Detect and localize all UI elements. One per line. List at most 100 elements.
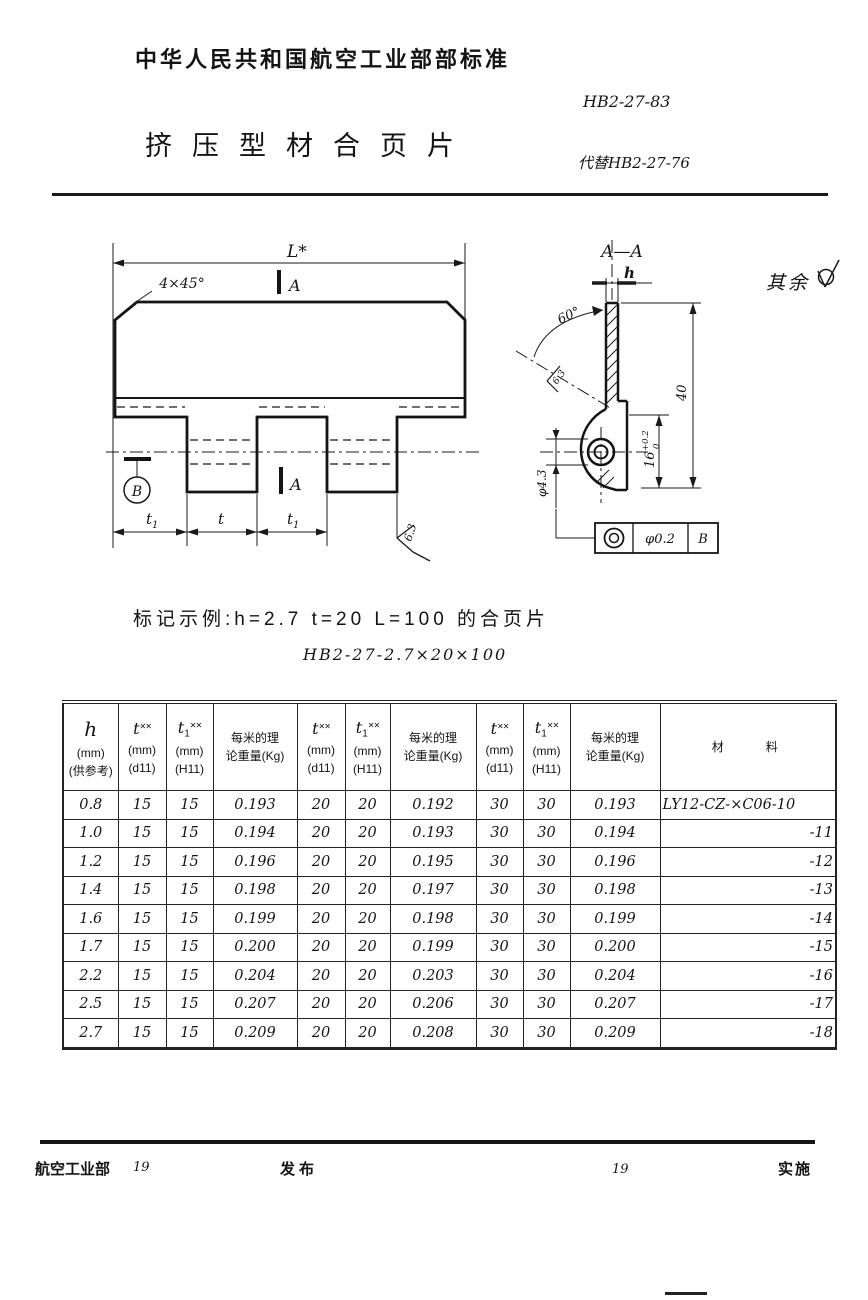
t1-symbol: t [534, 718, 542, 738]
table-cell: 15 [165, 961, 214, 991]
table-cell: 15 [165, 1018, 214, 1049]
col-weight30-header: 每米的理 论重量(Kg) [569, 701, 661, 791]
col-weight15-header: 每米的理 论重量(Kg) [212, 701, 298, 791]
table-cell: 15 [117, 1018, 167, 1049]
weight-label-2: 论重量(Kg) [225, 749, 285, 763]
t1-symbol: t [177, 718, 185, 738]
table-cell: -12 [659, 847, 837, 877]
t1-fit: (H11) [174, 761, 205, 776]
dim-t-label: t [218, 510, 225, 528]
others-roughness-label: 其余 [766, 272, 810, 294]
table-cell: 30 [475, 790, 524, 820]
col-weight20-header: 每米的理 论重量(Kg) [389, 701, 477, 791]
table-cell: 0.209 [569, 1018, 661, 1049]
table-cell: 0.193 [389, 818, 477, 848]
t-symbol: t [490, 719, 498, 738]
table-cell: 0.199 [389, 932, 477, 962]
table-cell: 1.4 [62, 875, 119, 905]
col-t30-header: t✕✕ (mm) (d11) [475, 701, 524, 791]
table-cell: 30 [522, 932, 571, 962]
others-roughness-icon [817, 259, 840, 288]
table-cell: 30 [522, 961, 571, 991]
front-view-construction [112, 243, 466, 548]
table-cell: 15 [165, 818, 214, 848]
col-t15-header: t✕✕ (mm) (d11) [117, 701, 167, 791]
table-cell: 15 [165, 847, 214, 877]
table-cell: 30 [522, 904, 571, 934]
table-cell: 15 [165, 790, 214, 820]
t-unit: (mm) [307, 743, 335, 757]
table-cell: 0.209 [212, 1018, 298, 1049]
weight-label-1: 每米的理 [230, 731, 279, 745]
replaces-note: 代替HB2-27-76 [578, 154, 690, 172]
t1-footnote-mark: ✕✕ [546, 721, 559, 731]
col-t130-header: t1✕✕ (mm) (H11) [522, 701, 571, 791]
t1-subscript: 1 [541, 728, 547, 740]
col-t120-header: t1✕✕ (mm) (H11) [344, 701, 391, 791]
table-cell: 20 [296, 875, 346, 905]
table-cell: 0.198 [389, 904, 477, 934]
chamfer-label: 4×45° [158, 276, 204, 292]
table-cell: 15 [165, 875, 214, 905]
angle-label: 60° [555, 304, 582, 327]
table-cell: 30 [475, 989, 524, 1019]
t-fit: (d11) [307, 761, 335, 775]
tolerance-frame: φ0.2 B [594, 522, 719, 554]
table-cell: 0.193 [569, 790, 661, 820]
svg-text:+0.2: +0.2 [641, 430, 651, 451]
table-cell: 0.199 [212, 904, 298, 934]
t1-unit: (mm) [175, 743, 204, 758]
table-cell: 0.198 [212, 875, 298, 905]
table-cell: 20 [344, 989, 391, 1019]
table-cell: 15 [117, 904, 167, 934]
table-cell: 20 [296, 904, 346, 934]
t-footnote-mark: ✕✕ [497, 722, 509, 731]
table-cell: 20 [296, 818, 346, 848]
section-centerlines [515, 240, 648, 503]
table-cell: -18 [659, 1018, 837, 1049]
table-cell: 0.207 [212, 989, 298, 1019]
front-roughness-value: 6.3 [401, 522, 419, 543]
t-footnote-mark: ✕✕ [139, 722, 152, 731]
section-hatching [595, 303, 619, 489]
table-cell: 20 [296, 989, 346, 1019]
dim-t1-left-label: t1 [146, 510, 158, 531]
table-cell: 20 [296, 932, 346, 962]
table-cell: -11 [659, 818, 837, 848]
t-fit: (d11) [485, 761, 514, 775]
table-cell: 0.195 [389, 847, 477, 877]
table-cell: 0.199 [569, 904, 661, 934]
section-title: A—A [599, 242, 643, 262]
t1-fit: (H11) [531, 761, 562, 776]
table-cell: 15 [165, 932, 214, 962]
t1-unit: (mm) [353, 743, 382, 758]
table-cell: 1.2 [62, 847, 119, 877]
dim-16-label: 16 +0.2 0 [641, 430, 662, 468]
standard-number: HB2-27-83 [583, 92, 671, 111]
table-header-row: h (mm) (供参考) t✕✕ (mm) (d11) t1✕✕ (mm) (H… [62, 701, 837, 791]
document-title: 挤压型材合页片 [145, 131, 474, 161]
front-roughness-icon [396, 524, 431, 562]
section-letter-top: A [287, 276, 301, 295]
dim-40-label: 40 [675, 384, 690, 402]
table-cell: 15 [117, 818, 167, 848]
table-cell: 15 [117, 875, 167, 905]
table-cell: 0.197 [389, 875, 477, 905]
table-cell: 2.5 [62, 989, 119, 1019]
table-cell: 30 [475, 1018, 524, 1049]
front-view-arrowheads [113, 259, 465, 536]
col-h-header: h (mm) (供参考) [62, 701, 119, 791]
h-symbol: h [84, 717, 98, 741]
table-cell: -15 [659, 932, 837, 962]
table-cell: 20 [296, 790, 346, 820]
t-fit: (d11) [128, 761, 156, 775]
svg-text:0: 0 [652, 443, 662, 449]
table-cell: 30 [475, 847, 524, 877]
table-cell: 30 [522, 847, 571, 877]
section-outline [579, 301, 629, 492]
